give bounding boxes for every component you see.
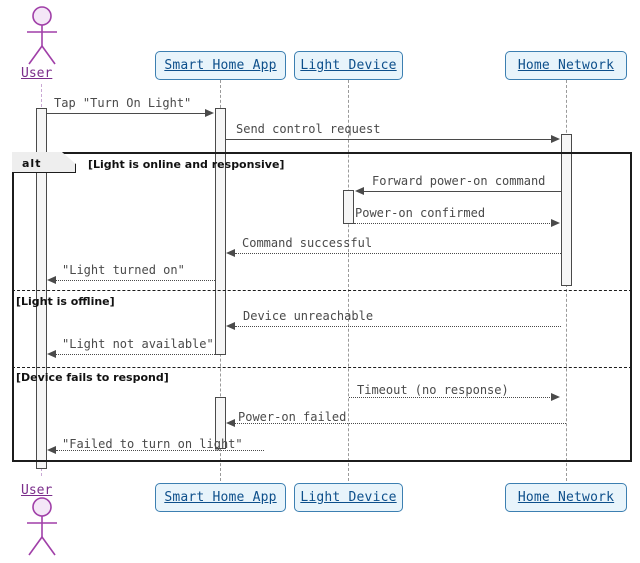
alt-fragment-operator-label: alt <box>22 157 42 170</box>
participant-box-light-device-bottom[interactable]: Light Device <box>294 483 403 512</box>
alt-branch-condition-1: [Light is offline] <box>16 295 115 308</box>
message-label-7: Device unreachable <box>243 309 374 323</box>
message-line-8 <box>56 354 215 355</box>
activation-smart-home-app-1 <box>215 108 226 355</box>
alt-branch-condition-2: [Device fails to respond] <box>16 371 169 384</box>
actor-user-top-icon <box>22 6 62 72</box>
participant-box-smart-home-app-bottom[interactable]: Smart Home App <box>155 483 286 512</box>
message-line-7 <box>235 326 561 327</box>
participant-box-light-device-top[interactable]: Light Device <box>294 51 403 80</box>
message-arrowhead-3 <box>355 187 364 195</box>
alt-fragment-frame <box>12 152 632 462</box>
message-line-11 <box>56 450 264 451</box>
message-label-1: Tap "Turn On Light" <box>54 96 192 110</box>
participant-label-light-device-bottom: Light Device <box>300 490 397 505</box>
message-line-5 <box>235 253 561 254</box>
message-arrowhead-2 <box>551 135 560 143</box>
message-arrowhead-8 <box>47 350 56 358</box>
message-arrowhead-9 <box>551 393 560 401</box>
message-arrowhead-7 <box>226 322 235 330</box>
message-label-6: "Light turned on" <box>62 263 185 277</box>
message-line-6 <box>56 280 215 281</box>
participant-label-home-network-top: Home Network <box>517 58 615 73</box>
message-label-11: "Failed to turn on light" <box>62 437 243 451</box>
message-line-9 <box>349 397 552 398</box>
alt-branch-divider-1 <box>12 290 632 291</box>
alt-branch-condition-0: [Light is online and responsive] <box>88 158 285 171</box>
message-label-8: "Light not available" <box>62 337 214 351</box>
message-label-4: Power-on confirmed <box>355 206 486 220</box>
participant-box-smart-home-app-top[interactable]: Smart Home App <box>155 51 286 80</box>
participant-label-smart-home-app-bottom: Smart Home App <box>164 490 277 505</box>
stick-figure-icon-bottom <box>27 497 57 556</box>
message-arrowhead-10 <box>226 419 235 427</box>
alt-branch-divider-2 <box>12 367 632 368</box>
stick-figure-icon <box>27 6 57 65</box>
message-label-5: Command successful <box>242 236 373 250</box>
message-label-2: Send control request <box>236 122 381 136</box>
activation-smart-home-app-2 <box>215 397 226 449</box>
participant-box-home-network-top[interactable]: Home Network <box>505 51 627 80</box>
actor-label-user-bottom: User <box>21 483 53 498</box>
message-label-3: Forward power-on command <box>372 174 546 188</box>
message-line-2 <box>226 139 552 140</box>
message-label-10: Power-on failed <box>238 410 347 424</box>
activation-light-device <box>343 190 354 224</box>
activation-user <box>36 108 47 469</box>
message-label-9: Timeout (no response) <box>357 383 509 397</box>
message-arrowhead-6 <box>47 276 56 284</box>
lifeline-light-device <box>348 80 349 481</box>
message-arrowhead-5 <box>226 249 235 257</box>
actor-user-bottom-icon <box>22 497 62 563</box>
message-line-4 <box>354 223 552 224</box>
participant-label-light-device-top: Light Device <box>300 58 397 73</box>
participant-box-home-network-bottom[interactable]: Home Network <box>505 483 627 512</box>
participant-label-home-network-bottom: Home Network <box>517 490 615 505</box>
message-arrowhead-11 <box>47 446 56 454</box>
participant-label-smart-home-app-top: Smart Home App <box>164 58 277 73</box>
message-line-10 <box>235 423 566 424</box>
activation-home-network <box>561 134 572 286</box>
message-line-3 <box>363 191 561 192</box>
actor-label-user-top: User <box>21 66 53 81</box>
message-arrowhead-4 <box>551 219 560 227</box>
message-arrowhead-1 <box>205 109 214 117</box>
message-line-1 <box>47 113 207 114</box>
